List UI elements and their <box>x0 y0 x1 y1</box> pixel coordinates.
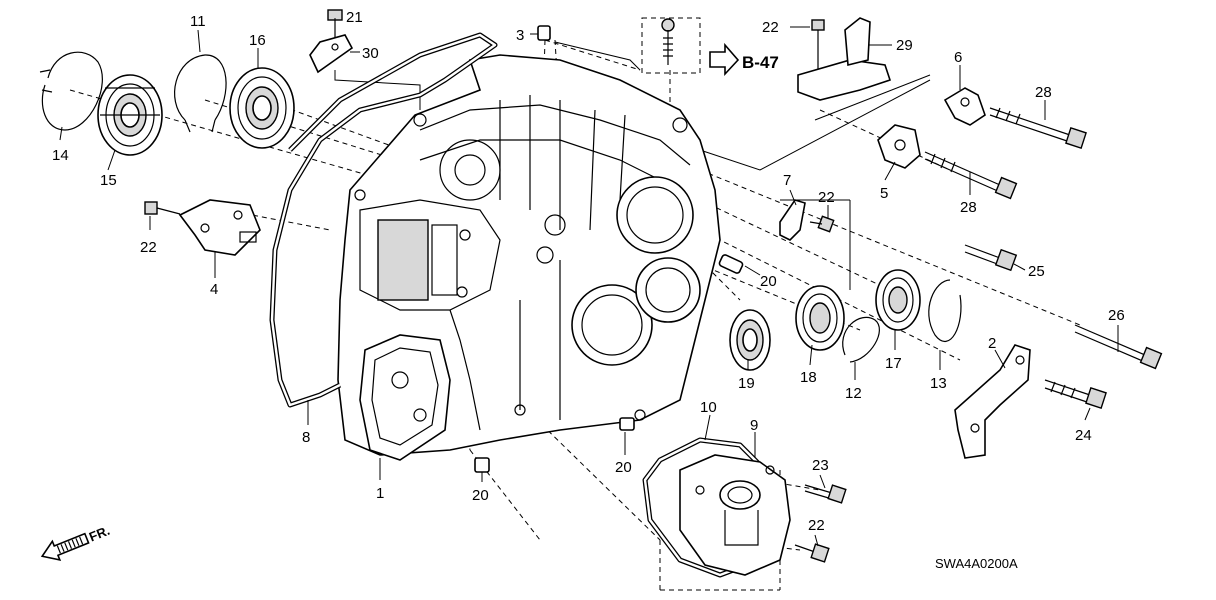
plate-4 <box>178 199 261 256</box>
callout-17: 17 <box>885 355 902 372</box>
callout-4: 4 <box>210 281 218 298</box>
transmission-housing <box>337 54 721 461</box>
bolt-22-right <box>809 215 835 233</box>
callout-22-top-right: 22 <box>762 19 779 36</box>
snap-ring-13 <box>928 279 962 342</box>
bearing-16 <box>229 67 295 149</box>
bracket-7 <box>779 199 806 241</box>
bracket-30 <box>309 34 354 74</box>
callout-18: 18 <box>800 369 817 386</box>
dowel-3 <box>537 25 551 41</box>
callout-28-lower: 28 <box>960 199 977 216</box>
ref-arrow-b47 <box>709 42 740 77</box>
callout-20-center: 20 <box>472 487 489 504</box>
callout-29: 29 <box>896 37 913 54</box>
diagram-code: SWA4A0200A <box>935 556 1018 571</box>
callout-14: 14 <box>52 147 69 164</box>
callout-10: 10 <box>700 399 717 416</box>
callout-22-top-left: 21 <box>346 9 363 26</box>
reference-link-b47[interactable]: B-47 <box>742 53 779 72</box>
seal-19 <box>729 309 771 371</box>
bracket-2 <box>954 344 1031 459</box>
callout-19: 19 <box>738 375 755 392</box>
callout-9: 9 <box>750 417 758 434</box>
callout-11: 11 <box>190 13 206 30</box>
bolt-b47 <box>661 18 675 65</box>
bracket-5 <box>877 124 921 169</box>
front-indicator-label: FR. <box>87 523 112 545</box>
bolt-24 <box>804 484 847 504</box>
callout-20-right: 20 <box>615 459 632 476</box>
bracket-29 <box>797 17 892 101</box>
callout-24: 23 <box>812 457 829 474</box>
dowel-21 <box>718 254 744 274</box>
bolt-27 <box>1074 324 1163 370</box>
snap-ring-14 <box>39 51 103 131</box>
bolt-28-upper <box>989 107 1087 149</box>
callout-12: 12 <box>845 385 862 402</box>
callout-6: 6 <box>954 49 962 66</box>
callout-5: 5 <box>880 185 888 202</box>
cover-9 <box>679 454 791 576</box>
bearing-18 <box>795 285 845 351</box>
bearing-17 <box>875 269 921 331</box>
bearing-15 <box>97 74 163 156</box>
callout-8: 8 <box>302 429 310 446</box>
snap-ring-11 <box>174 54 227 133</box>
callout-2: 2 <box>988 335 996 352</box>
snap-ring-12 <box>842 316 880 363</box>
bolt-26 <box>964 244 1018 272</box>
leader-lines <box>59 18 1119 547</box>
callout-22-right: 22 <box>818 189 835 206</box>
callout-23: 22 <box>808 517 825 534</box>
dowel-20-center <box>474 457 490 473</box>
bolt-22-left <box>144 201 181 215</box>
callout-28-upper: 28 <box>1035 84 1052 101</box>
callout-21: 20 <box>760 273 777 290</box>
front-indicator: FR. <box>40 523 112 561</box>
callout-15: 15 <box>100 172 117 189</box>
callout-16: 16 <box>249 32 266 49</box>
bolt-25 <box>1044 379 1107 409</box>
dowel-20-right <box>619 417 635 431</box>
callout-22-left: 22 <box>140 239 157 256</box>
callout-27: 26 <box>1108 307 1125 324</box>
callout-labels: 14 15 11 16 22 4 21 30 3 B-47 22 29 6 28… <box>52 9 1125 534</box>
housing-gasket <box>269 32 498 408</box>
front-arrow-icon <box>40 532 90 561</box>
callout-25: 24 <box>1075 427 1092 444</box>
callout-1: 1 <box>376 485 384 502</box>
bolt-28-lower <box>924 151 1018 200</box>
bracket-6 <box>943 87 986 126</box>
callout-26: 25 <box>1028 263 1045 280</box>
callout-7: 7 <box>783 172 791 189</box>
bolt-23 <box>794 543 830 563</box>
callout-3: 3 <box>516 27 524 44</box>
callout-30: 30 <box>362 45 379 62</box>
callout-13: 13 <box>930 375 947 392</box>
